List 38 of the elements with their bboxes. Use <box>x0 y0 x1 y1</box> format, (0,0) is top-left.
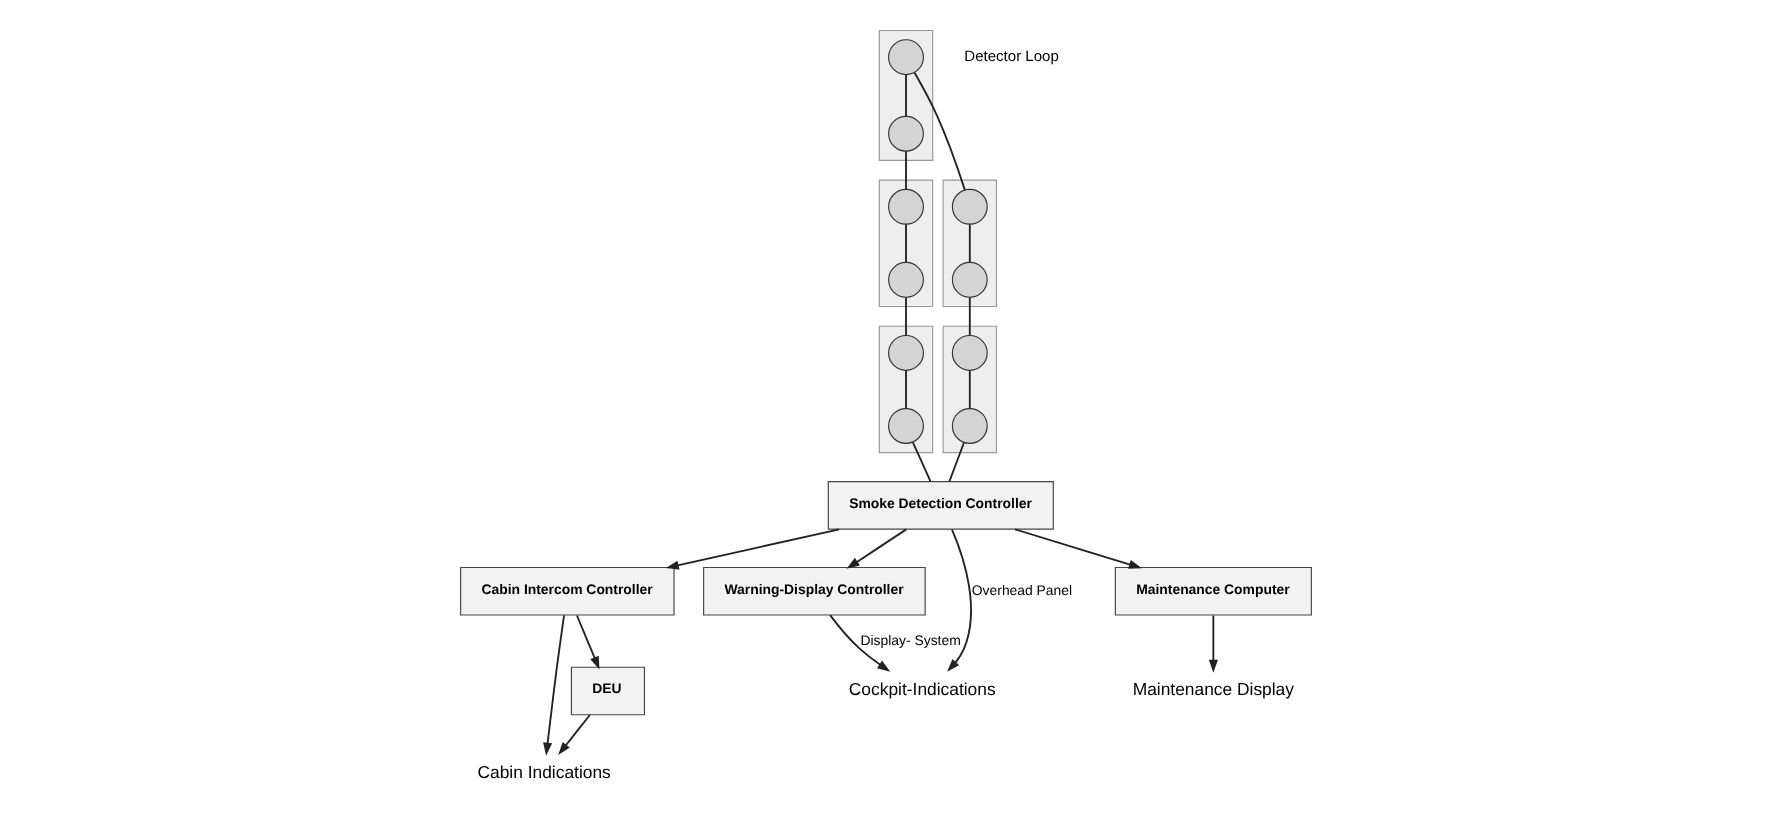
arrow <box>665 528 841 570</box>
arrow <box>846 528 908 569</box>
node-circle <box>951 188 988 225</box>
arrow <box>543 614 565 756</box>
arrow <box>576 614 600 670</box>
connector <box>905 369 907 410</box>
connector <box>968 369 971 410</box>
connector <box>913 71 966 191</box>
arrow <box>829 614 891 672</box>
connector <box>968 223 971 264</box>
node-circle <box>951 334 988 371</box>
connector <box>905 223 907 264</box>
node-text: Maintenance Display <box>1132 679 1295 700</box>
node-text: Cockpit-Indications <box>848 679 996 700</box>
cluster <box>878 29 934 161</box>
node-circle <box>888 188 924 225</box>
node-circle <box>951 261 988 298</box>
cluster <box>942 179 998 308</box>
node-circle <box>888 39 924 76</box>
arrow <box>1014 528 1142 569</box>
connector <box>911 441 932 483</box>
node-circle <box>888 334 924 371</box>
node-circle <box>888 408 924 444</box>
cluster <box>942 325 998 454</box>
node-text: Cabin Indications <box>477 761 611 782</box>
node-circle <box>888 261 924 298</box>
arrow <box>558 714 591 756</box>
cluster <box>878 325 934 454</box>
connector <box>948 441 965 483</box>
connector <box>968 296 971 337</box>
arrow <box>947 528 972 672</box>
node-circle <box>888 115 924 152</box>
arrow <box>1208 614 1218 673</box>
connector <box>905 296 907 337</box>
cluster <box>878 179 934 308</box>
connector <box>905 150 907 191</box>
connector <box>905 73 907 118</box>
node-circle <box>951 408 988 444</box>
